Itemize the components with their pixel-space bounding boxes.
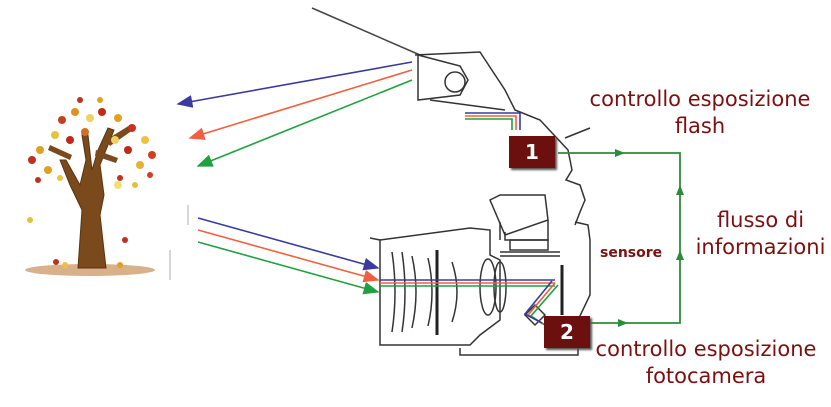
flow-label-line-2: informazioni: [695, 235, 826, 259]
lens-rays: [380, 279, 559, 328]
tree-leaves: [27, 97, 156, 268]
slr-camera-cross-section: [311, 7, 591, 356]
flow-label-line-1: flusso di: [716, 208, 805, 232]
camera-label-line-1: controllo esposizione: [595, 337, 817, 361]
information-flow-label: flusso di informazioni: [690, 207, 831, 261]
flash-exposure-control-label: controllo esposizione flash: [576, 86, 824, 140]
flash-label-line-2: flash: [674, 114, 726, 138]
incoming-rays: [169, 205, 380, 295]
information-flow-loop: [558, 149, 684, 327]
badge-camera-control: 2: [544, 316, 590, 348]
camera-exposure-control-label: controllo esposizione fotocamera: [586, 336, 826, 390]
flash-sensor-path: [465, 112, 521, 130]
camera-label-line-2: fotocamera: [645, 364, 767, 388]
flash-rays: [176, 61, 413, 167]
sensor-label: sensore: [600, 245, 663, 261]
badge-flash-control: 1: [509, 136, 555, 168]
flash-label-line-1: controllo esposizione: [589, 87, 811, 111]
autumn-tree-icon: [25, 97, 156, 276]
